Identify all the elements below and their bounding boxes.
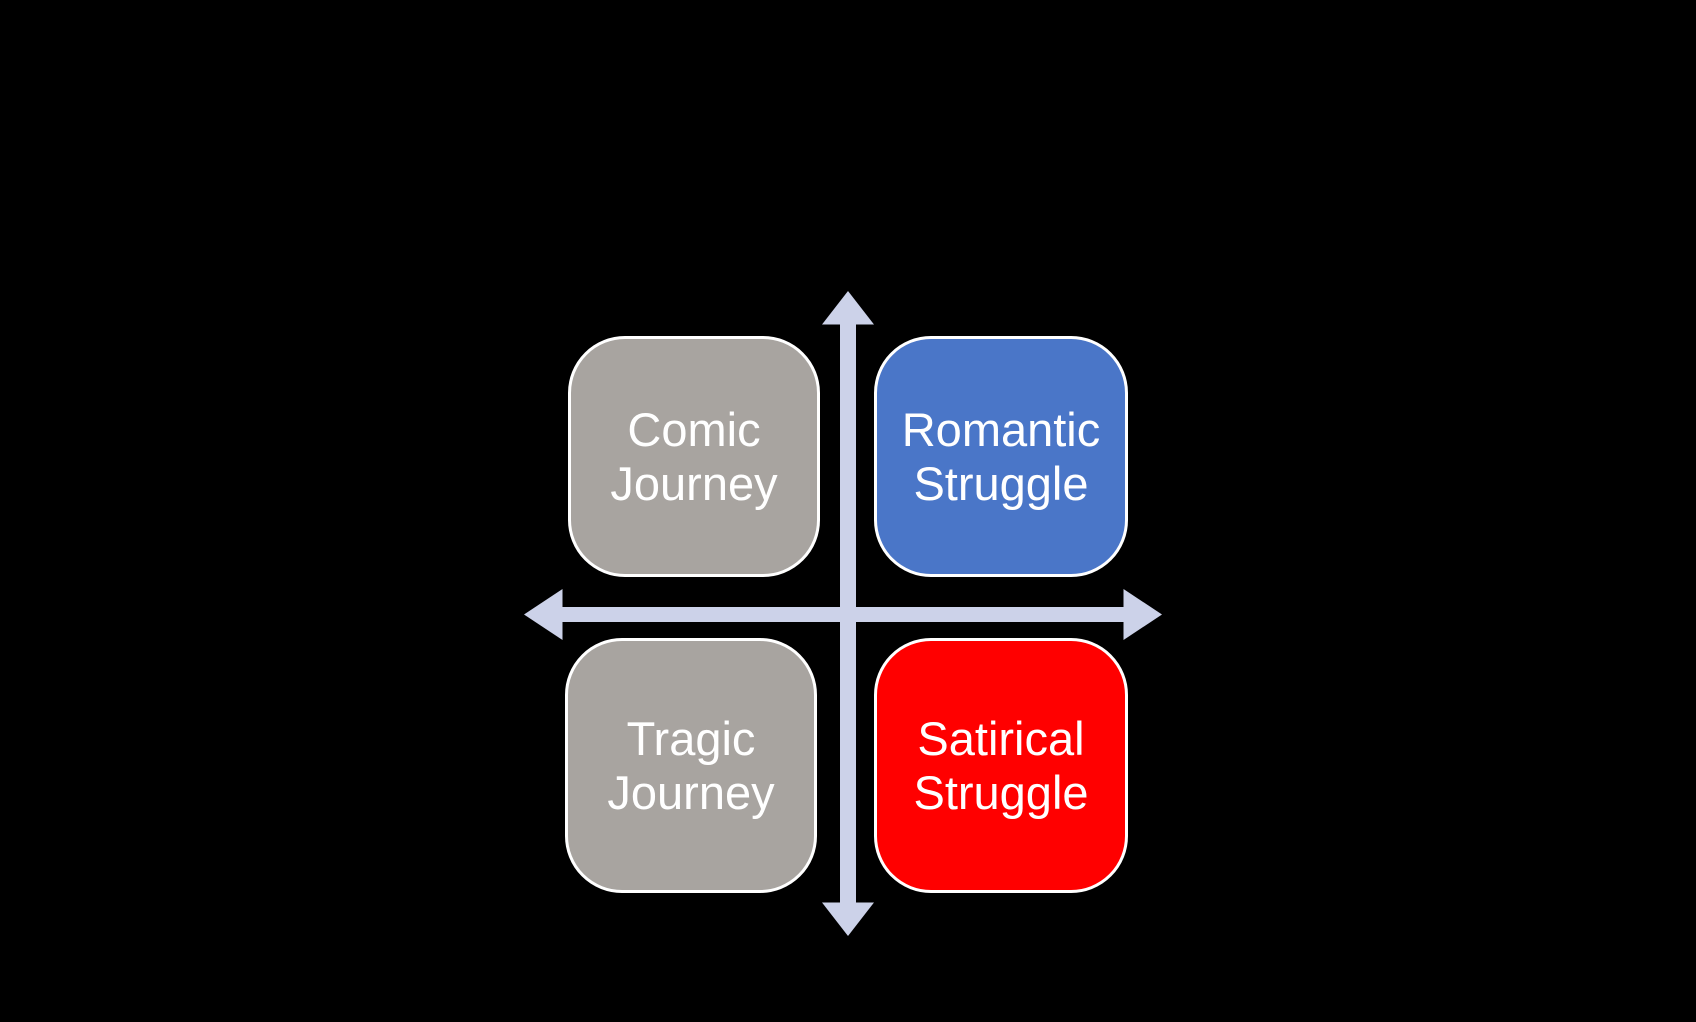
satirical-struggle-label: Satirical Struggle xyxy=(913,712,1089,819)
tragic-journey-label: Tragic Journey xyxy=(607,712,775,819)
right-arrowhead-icon xyxy=(1123,589,1162,640)
quadrant-comic-journey: Comic Journey xyxy=(568,336,820,577)
quadrant-romantic-struggle: Romantic Struggle xyxy=(874,336,1128,577)
quadrant-satirical-struggle: Satirical Struggle xyxy=(874,638,1128,893)
left-arrowhead-icon xyxy=(524,589,563,640)
up-arrowhead-icon xyxy=(822,291,874,325)
comic-journey-label: Comic Journey xyxy=(610,403,778,510)
vertical-axis-shaft xyxy=(840,322,856,904)
romantic-struggle-label: Romantic Struggle xyxy=(901,403,1101,510)
quadrant-tragic-journey: Tragic Journey xyxy=(565,638,817,893)
down-arrowhead-icon xyxy=(822,902,874,936)
